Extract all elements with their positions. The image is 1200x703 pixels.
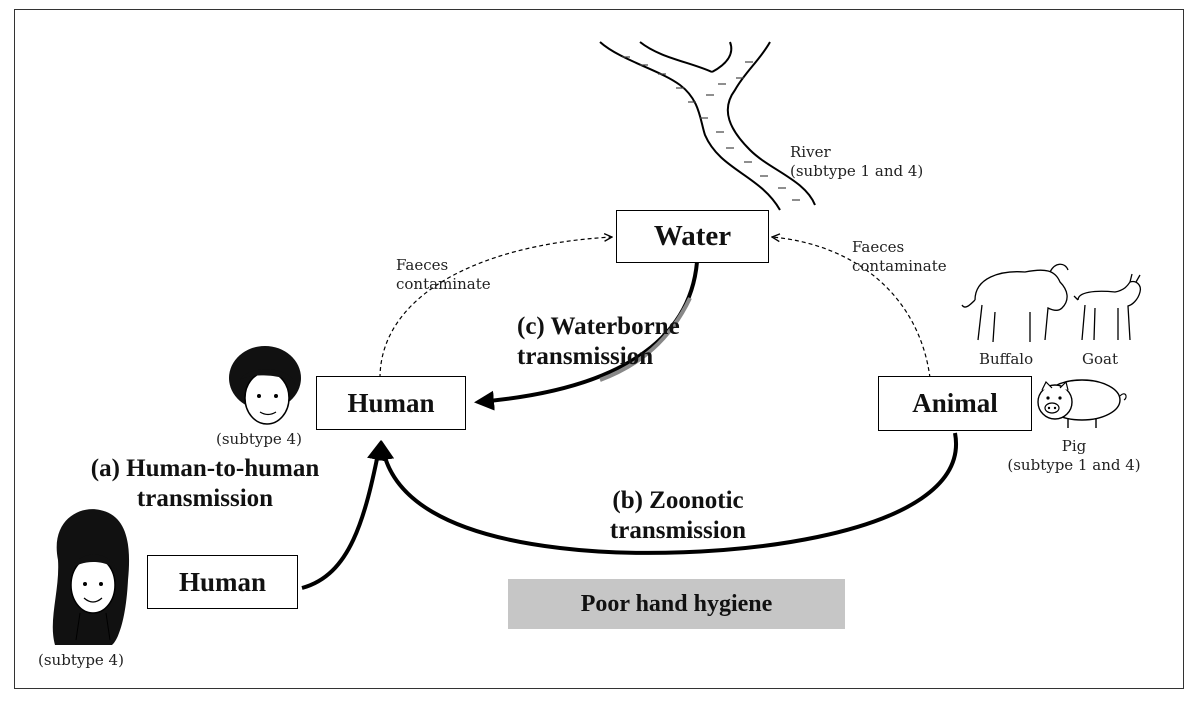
diagram-frame [14,9,1184,689]
faeces-left-label: Faeces contaminate [396,256,491,294]
human-to-human-arrow [301,440,387,590]
pig-label-line2: (subtype 1 and 4) [1007,456,1141,474]
poor-hand-hygiene-banner: Poor hand hygiene [508,579,845,629]
river-label-line1: River [790,143,831,161]
buffalo-icon [961,263,1069,343]
river-label: River (subtype 1 and 4) [790,143,923,181]
faeces-arrow-left [379,237,612,379]
subtype-top-human-label: (subtype 4) [216,430,302,448]
buffalo-label: Buffalo [979,350,1034,368]
human-node-center: Human [316,376,466,430]
waterborne-label: (c) Waterborne transmission [517,312,680,372]
waterborne-label-line1: (c) Waterborne [517,313,680,340]
faeces-right-line1: Faeces [852,238,905,256]
human-face-top-icon [229,346,301,425]
zoonotic-label-line2: transmission [609,517,747,544]
faeces-right-line2: contaminate [852,257,947,275]
faeces-arrow-right [772,237,931,379]
human-to-human-label: (a) Human-to-human transmission [55,454,355,514]
pig-label-line1: Pig [1061,437,1087,455]
zoonotic-label: (b) Zoonotic transmission [558,486,798,546]
goat-label: Goat [1082,350,1118,368]
faeces-left-line1: Faeces [396,256,449,274]
pig-label: Pig (subtype 1 and 4) [1004,437,1144,475]
human-to-human-label-line1: (a) Human-to-human [90,455,320,482]
faeces-left-line2: contaminate [396,275,491,293]
pig-icon [1037,379,1127,428]
human-to-human-label-line2: transmission [136,485,274,512]
human-face-bottom-icon [52,509,130,645]
faeces-right-label: Faeces contaminate [852,238,947,276]
animal-node: Animal [878,376,1032,431]
water-node: Water [616,210,769,263]
poor-hand-hygiene-text: Poor hand hygiene [580,590,773,617]
river-illustration [599,41,816,211]
waterborne-arrow-highlight [599,297,692,382]
human-node-bottom: Human [147,555,298,609]
river-texture [622,56,800,201]
zoonotic-arrow [374,432,958,555]
waterborne-arrow [474,261,699,411]
river-label-line2: (subtype 1 and 4) [790,162,924,180]
waterborne-label-line2: transmission [517,343,654,370]
subtype-bottom-human-label: (subtype 4) [38,651,124,669]
goat-icon [1073,273,1142,341]
zoonotic-label-line1: (b) Zoonotic [612,487,744,514]
